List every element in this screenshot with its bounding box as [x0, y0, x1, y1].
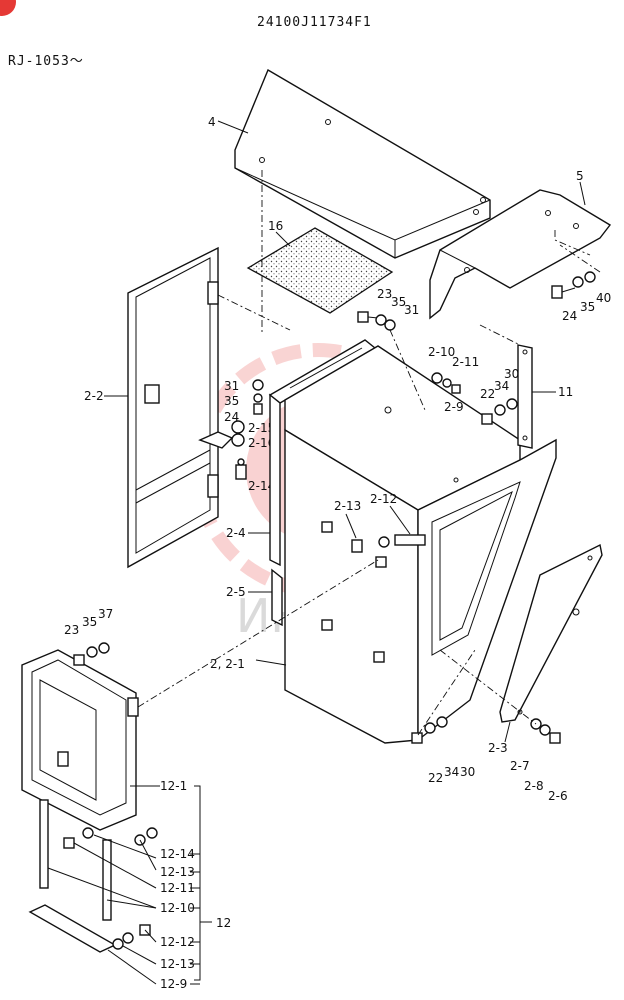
- bolt-set-top-center: [357, 311, 396, 331]
- callout-35-right: 35: [580, 300, 595, 314]
- callout-2-3: 2-3: [488, 741, 508, 755]
- callout-12-14: 12-14: [160, 847, 195, 861]
- callout-23-top: 23: [377, 287, 392, 301]
- callout-2-10: 2-10: [428, 345, 455, 359]
- callout-5: 5: [576, 169, 584, 183]
- side-cover-part-5: [429, 189, 612, 320]
- callout-12-13-upper: 12-13: [160, 865, 195, 879]
- corner-badge: [0, 0, 16, 16]
- callout-24-latch: 24: [224, 410, 239, 424]
- callout-12-9: 12-9: [160, 977, 187, 991]
- callout-2-12: 2-12: [370, 492, 397, 506]
- callout-35-latch: 35: [224, 394, 239, 408]
- callout-12-11: 12-11: [160, 881, 195, 895]
- callout-16: 16: [268, 219, 283, 233]
- part-number: 24100J11734F1: [257, 15, 372, 30]
- door-part-2-2: [127, 246, 219, 569]
- callout-12: 12: [216, 916, 231, 930]
- callout-11: 11: [558, 385, 573, 399]
- bolt-set-22-34-30-top: [481, 398, 518, 425]
- filter-pad-part-16: [246, 227, 394, 314]
- callout-12-13-lower: 12-13: [160, 957, 195, 971]
- callout-2-7: 2-7: [510, 759, 530, 773]
- callout-23-left: 23: [64, 623, 79, 637]
- bolt-set-right-top: [551, 244, 601, 299]
- callout-2-13: 2-13: [334, 499, 361, 513]
- callout-2-2-1: 2, 2-1: [210, 657, 245, 671]
- hardware-2-9-to-2-11: [431, 372, 461, 394]
- top-cover-part-4: [234, 68, 491, 259]
- callout-31-latch: 31: [224, 379, 239, 393]
- callout-30-bottom: 30: [460, 765, 475, 779]
- main-box-part-2: [284, 345, 557, 744]
- callout-30-top: 30: [504, 367, 519, 381]
- callout-2-14: 2-14: [248, 479, 275, 493]
- gasket-strips: [268, 339, 377, 627]
- bracket-part-11: [517, 344, 533, 449]
- hardware-2-12-2-13: [351, 534, 426, 553]
- callout-35-top: 35: [391, 295, 406, 309]
- callout-2-6: 2-6: [548, 789, 568, 803]
- callout-2-8: 2-8: [524, 779, 544, 793]
- callout-37: 37: [98, 607, 113, 621]
- callout-2-4: 2-4: [226, 526, 246, 540]
- foot-part-12-9: [28, 904, 117, 953]
- callout-2-16: 2-16: [248, 436, 275, 450]
- callout-12-1: 12-1: [160, 779, 187, 793]
- callout-22-top: 22: [480, 387, 495, 401]
- callout-34-top: 34: [494, 379, 509, 393]
- callout-2-9: 2-9: [444, 400, 464, 414]
- stand-frame-part-12-1: [21, 649, 139, 831]
- callout-31-top: 31: [404, 303, 419, 317]
- callout-22-bottom: 22: [428, 771, 443, 785]
- bolt-set-23-35-37: [73, 642, 110, 666]
- callout-2-2: 2-2: [84, 389, 104, 403]
- latch-hardware: [198, 379, 264, 480]
- callout-34-bottom: 34: [444, 765, 459, 779]
- callout-2-11: 2-11: [452, 355, 479, 369]
- side-panel-part-2-3: [499, 543, 603, 723]
- serial-range: RJ-1053～: [8, 54, 84, 69]
- callout-12-12: 12-12: [160, 935, 195, 949]
- callout-2-5: 2-5: [226, 585, 246, 599]
- callout-35-left: 35: [82, 615, 97, 629]
- callout-4: 4: [208, 115, 216, 129]
- bolt-set-2-6-to-2-8: [530, 718, 561, 744]
- callout-40: 40: [596, 291, 611, 305]
- callout-12-10: 12-10: [160, 901, 195, 915]
- callout-24-right: 24: [562, 309, 577, 323]
- bolt-set-22-34-30-bottom: [411, 716, 448, 744]
- callout-2-15: 2-15: [248, 421, 275, 435]
